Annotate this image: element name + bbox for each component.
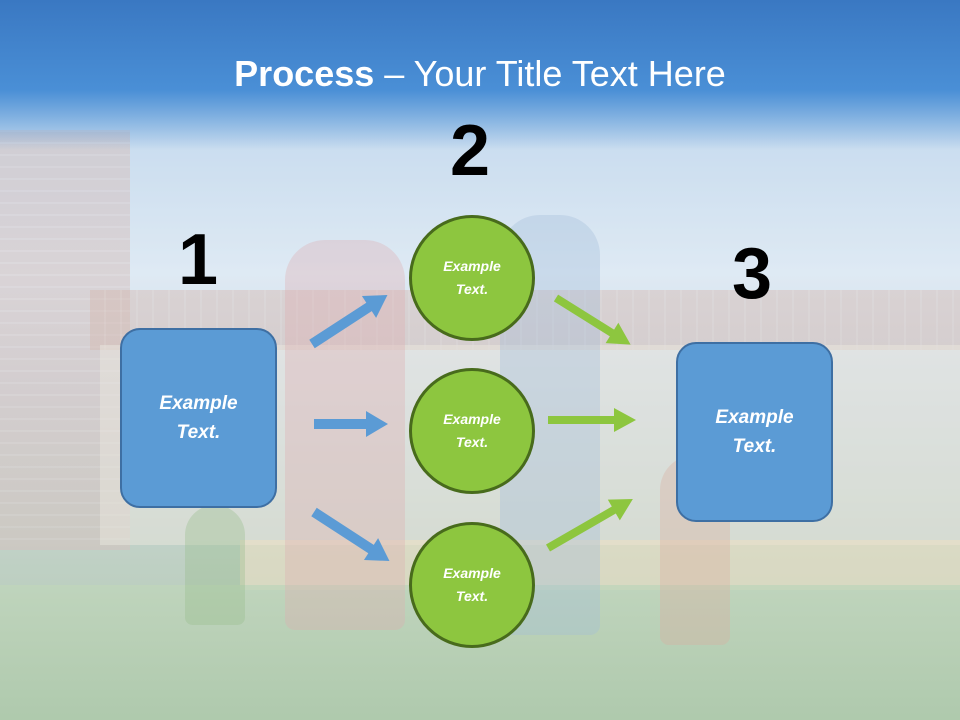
title-rest: – Your Title Text Here <box>374 53 726 94</box>
circle-top-text: Example Text. <box>443 258 501 297</box>
right-text-box: Example Text. <box>676 342 833 522</box>
title-strong: Process <box>234 53 375 94</box>
right-box-text: Example Text. <box>715 407 794 457</box>
arrow-left-to-top <box>309 294 388 349</box>
arrow-left-to-bottom <box>311 507 390 562</box>
circle-step-middle: Example Text. <box>409 368 535 494</box>
circle-middle-text: Example Text. <box>443 411 501 450</box>
background-fence <box>240 540 960 590</box>
arrow-bottom-to-right <box>546 499 633 552</box>
circle-step-top: Example Text. <box>409 215 535 341</box>
left-text-box: Example Text. <box>120 328 277 508</box>
background-person-child-left <box>185 505 245 625</box>
background-person-man <box>285 240 405 630</box>
circle-bottom-text: Example Text. <box>443 565 501 604</box>
green-arrows <box>546 294 636 552</box>
step-number-2: 2 <box>450 111 491 191</box>
slide-title: Process – Your Title Text Here <box>0 52 960 96</box>
title-bar <box>0 0 960 150</box>
arrow-middle-to-right <box>548 408 636 432</box>
arrow-top-to-right <box>553 294 631 345</box>
step-number-3: 3 <box>732 234 773 314</box>
circle-step-bottom: Example Text. <box>409 522 535 648</box>
left-box-text: Example Text. <box>159 393 238 443</box>
blue-arrows <box>309 294 390 562</box>
step-number-1: 1 <box>178 220 219 300</box>
arrow-left-to-middle <box>314 411 388 437</box>
